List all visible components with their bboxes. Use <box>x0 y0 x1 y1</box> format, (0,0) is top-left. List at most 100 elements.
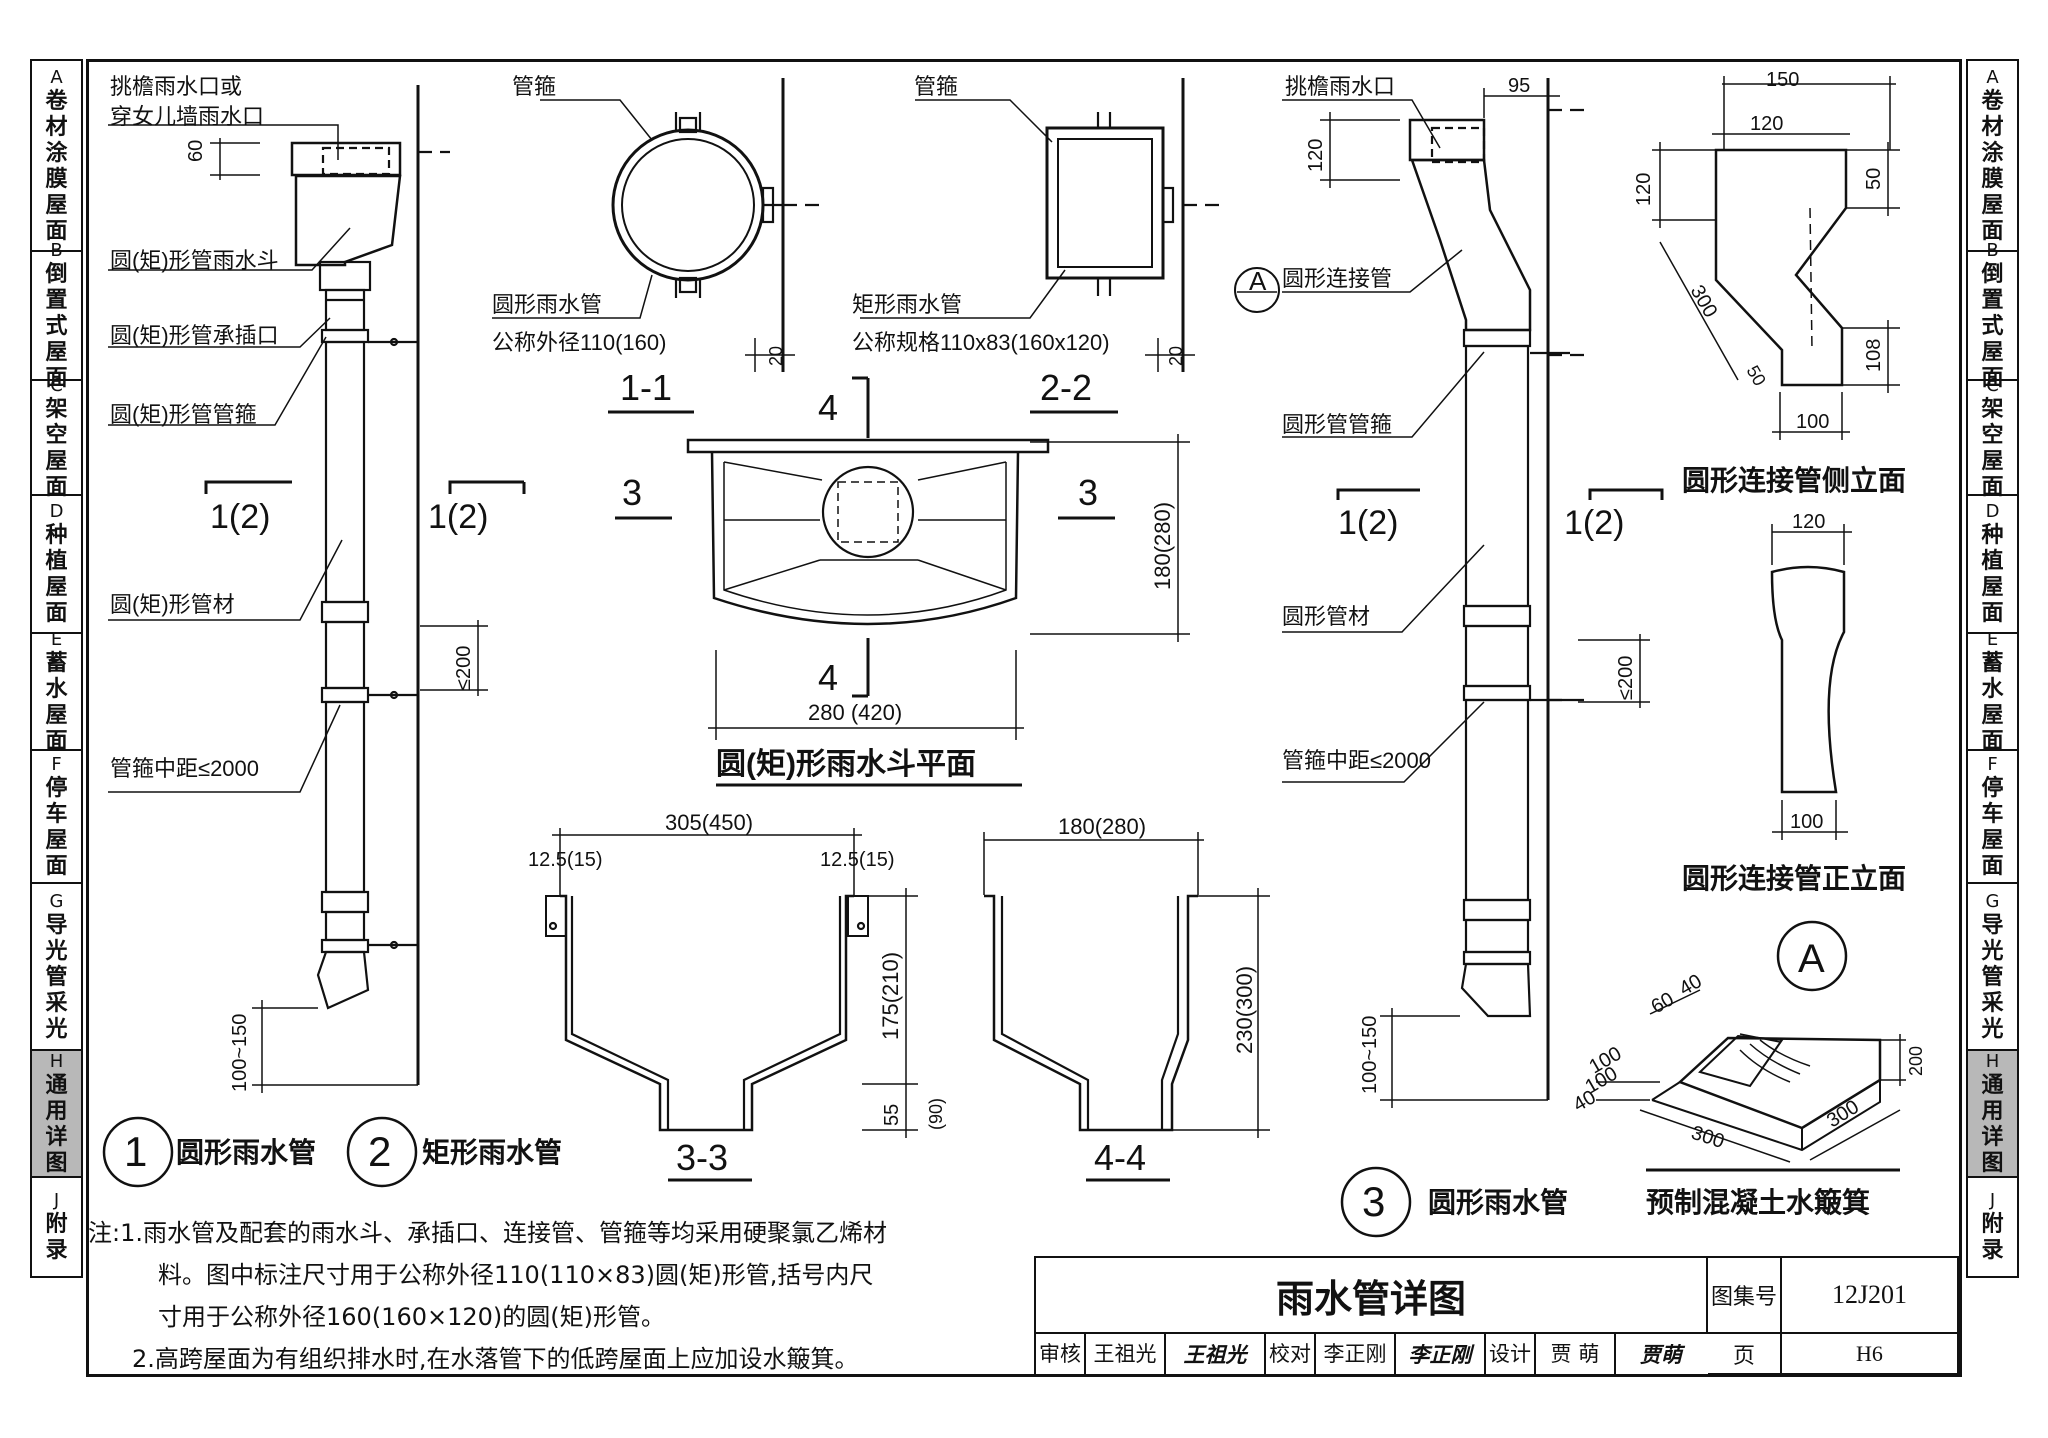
plan-dim-width: 280 (420) <box>808 700 902 725</box>
category-tab-letter: C <box>1986 374 1999 396</box>
category-tab-char: 膜 <box>45 166 68 192</box>
category-tab-char: 通 <box>45 1072 68 1098</box>
category-tab-letter: J <box>53 1190 60 1211</box>
plan-dim-depth: 180(280) <box>1150 502 1175 590</box>
category-tab-letter: A <box>1986 66 1999 88</box>
category-tab-char: 架 <box>1981 396 2004 422</box>
category-tab-char: 光 <box>45 938 68 964</box>
cs-dim-150: 150 <box>1766 69 1799 91</box>
plan-mark-4-top: 4 <box>818 387 838 428</box>
category-tab-char: 屋 <box>45 339 68 365</box>
section-1-1 <box>492 78 822 414</box>
connector-side-elevation <box>1652 76 1900 440</box>
signature-row: 审核 王祖光 王祖光 校对 李正刚 李正刚 设计 贾 萌 贾萌 <box>1036 1334 1708 1375</box>
title1-text: 圆形雨水管 <box>176 1136 316 1168</box>
category-tab-letter: F <box>51 753 62 775</box>
category-tab-char: 空 <box>1981 422 2004 448</box>
design-name: 贾 萌 <box>1536 1334 1616 1375</box>
category-tab-char: 空 <box>45 422 68 448</box>
category-tab-char: 导 <box>1981 912 2004 938</box>
detail3-elevation <box>1234 78 1664 1238</box>
cs-title: 圆形连接管侧立面 <box>1682 464 1906 496</box>
plan-mark-3-left: 3 <box>622 472 642 513</box>
category-tab-char: 详 <box>45 1124 68 1150</box>
category-tab-letter: E <box>50 628 63 650</box>
s22-title: 2-2 <box>1040 367 1092 408</box>
category-tab-char: 倒 <box>1981 261 2004 287</box>
s11-dim-20: 20 <box>766 346 786 366</box>
s33-dim-left: 12.5(15) <box>528 849 603 871</box>
sb-title: 预制混凝土水簸箕 <box>1646 1186 1870 1218</box>
category-tab-char: 屋 <box>1981 192 2004 218</box>
d3-dim-95: 95 <box>1508 75 1530 97</box>
category-tab-char: 式 <box>45 313 68 339</box>
category-tab-char: 面 <box>45 365 68 391</box>
d3-label-clamp: 圆形管管箍 <box>1282 412 1392 437</box>
plan-title: 圆(矩)形雨水斗平面 <box>716 748 976 781</box>
category-tab-char: 采 <box>45 990 68 1016</box>
s11-label-pipe: 圆形雨水管 <box>492 292 602 317</box>
category-tab-char: 水 <box>45 676 68 702</box>
sb-dim-300a: 300 <box>1688 1122 1727 1153</box>
connector-front-elevation <box>1770 524 1852 840</box>
drawing-frame <box>86 59 1962 1377</box>
category-tab-char: 种 <box>45 523 68 548</box>
category-tab-char: 屋 <box>45 827 68 853</box>
category-tab-char: 屋 <box>45 702 68 728</box>
category-tab-char: 附 <box>1981 1212 2004 1237</box>
cs-dim-50b: 50 <box>1743 362 1770 389</box>
cs-dim-100: 100 <box>1796 411 1829 433</box>
splash-block <box>1596 920 1906 1172</box>
d3-dim-120: 120 <box>1305 139 1327 172</box>
hopper-plan <box>615 376 1190 787</box>
review-name: 王祖光 <box>1086 1334 1166 1375</box>
title-block: 雨水管详图 图集号 12J201 页 H6 审核 王祖光 王祖光 校对 李正刚 … <box>1034 1256 1959 1375</box>
d3-dim-bottom: 100~150 <box>1359 1016 1381 1094</box>
label-spacing: 管箍中距≤2000 <box>110 756 259 781</box>
category-tab-char: 屋 <box>45 448 68 474</box>
category-tab-char: 植 <box>45 549 68 574</box>
category-tab-char: 通 <box>1981 1072 2004 1098</box>
category-tab-char: 管 <box>1981 964 2004 990</box>
category-tab-char: 面 <box>1981 474 2004 500</box>
section-mark-1-right: 1(2) <box>428 498 488 536</box>
category-tab-char: 停 <box>1981 775 2004 801</box>
category-tab-char: 屋 <box>1981 448 2004 474</box>
atlas-number: 12J201 <box>1782 1258 1959 1334</box>
category-tab-letter: C <box>50 374 63 396</box>
sb-dim-300b: 300 <box>1823 1096 1863 1132</box>
page-number: H6 <box>1782 1334 1959 1375</box>
category-tab-char: 屋 <box>45 192 68 218</box>
review-label: 审核 <box>1036 1334 1086 1375</box>
category-tab-char: 录 <box>1981 1238 2004 1263</box>
category-tab-letter: H <box>1985 1050 2000 1072</box>
section-2-2 <box>860 78 1222 414</box>
category-tab-char: 种 <box>1981 523 2004 548</box>
category-tab-char: 卷 <box>45 88 68 114</box>
category-tab-letter: G <box>1985 890 2000 912</box>
category-tab-char: 停 <box>45 775 68 801</box>
category-tab-letter: A <box>50 66 63 88</box>
category-tab-letter: F <box>1987 753 1998 775</box>
s11-label-clamp: 管箍 <box>512 74 556 99</box>
